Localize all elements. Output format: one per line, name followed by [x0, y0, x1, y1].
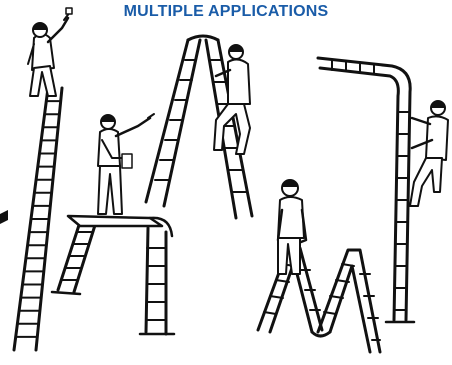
ladder-wall-bridge-with-climber: [316, 56, 449, 324]
ladder-a-frame-with-worker: [144, 34, 254, 220]
ladder-straight-with-painter: [12, 7, 73, 352]
ladder-zigzag-with-man: [256, 179, 382, 354]
ladder-scaffold-with-painter: [50, 113, 176, 336]
painter-on-ladder: [27, 7, 73, 97]
worker-on-a-frame: [213, 44, 251, 155]
man-holding-ladder: [276, 179, 308, 275]
climber-on-ladder: [409, 100, 449, 207]
painter-on-scaffold: [97, 113, 155, 215]
page-title: MULTIPLE APPLICATIONS: [123, 3, 329, 20]
ladder-fragment: [0, 210, 8, 224]
